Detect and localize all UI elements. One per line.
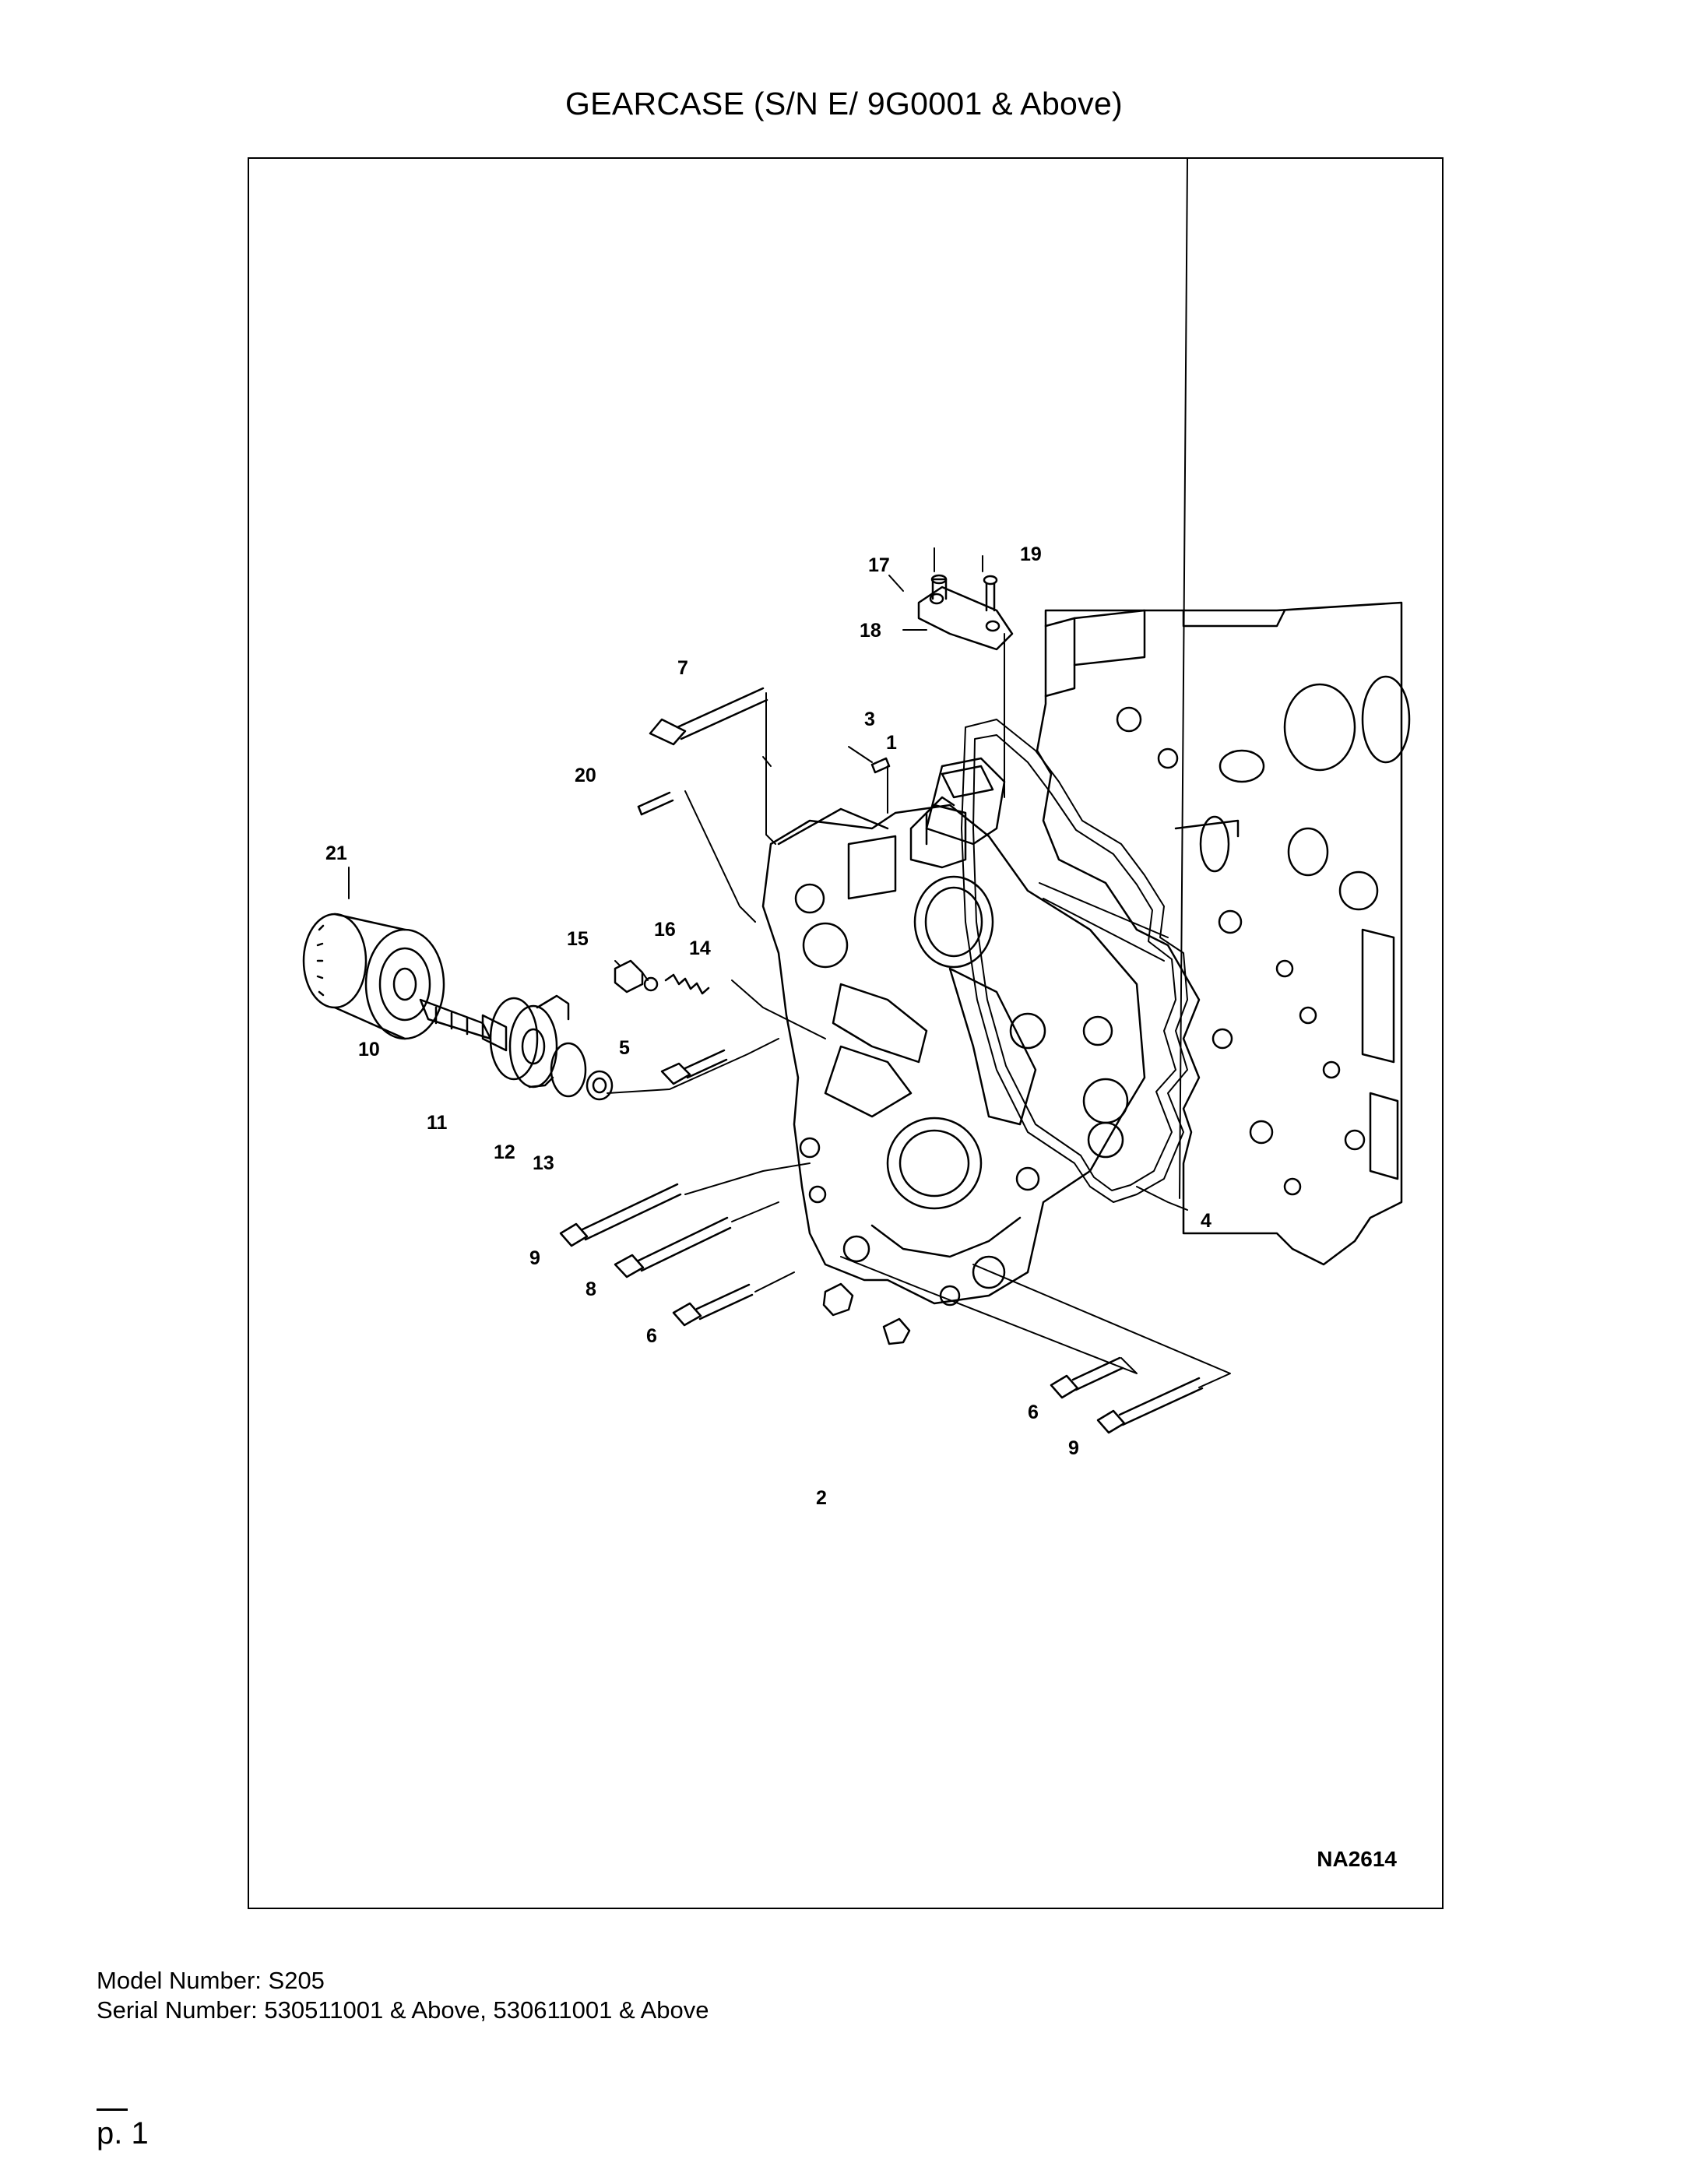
figure-id: NA2614 (1317, 1847, 1397, 1871)
callout-10: 10 (358, 1039, 380, 1060)
callout-20: 20 (575, 765, 596, 786)
gasket-outline (961, 719, 1188, 1203)
callout-18: 18 (860, 620, 881, 642)
callout-16: 16 (654, 919, 676, 941)
callout-7: 7 (677, 657, 688, 679)
model-number: Model Number: S205 (97, 1967, 325, 1994)
callout-6a: 6 (1028, 1401, 1039, 1423)
plug-15 (614, 959, 644, 994)
bolt-6b (1050, 1356, 1124, 1399)
callout-3: 3 (864, 709, 875, 730)
callout-2: 2 (816, 1487, 827, 1509)
bolt-9b (1096, 1377, 1204, 1434)
pin-3 (870, 757, 891, 774)
callout-8: 8 (586, 1278, 596, 1300)
callout-19: 19 (1020, 543, 1042, 565)
page-number: p. 1 (97, 2116, 149, 2151)
connector-10 (419, 998, 508, 1052)
gearcase-cover (761, 796, 1146, 1307)
callout-labels: 1 2 3 4 5 6 6 6 7 8 9 9 9 10 11 12 13 14… (325, 543, 1211, 1509)
callout-5: 5 (619, 1037, 630, 1059)
engine-block (1036, 601, 1411, 1266)
seal-13 (586, 1070, 614, 1101)
callout-4: 4 (1201, 1210, 1211, 1232)
bolt-6a (672, 1283, 754, 1327)
callout-11: 11 (427, 1112, 448, 1134)
page-title: GEARCASE (S/N E/ 9G0001 & Above) (564, 86, 1124, 121)
callout-21: 21 (325, 842, 347, 864)
ball-16 (643, 976, 659, 992)
page-number-rule (97, 2108, 128, 2111)
callout-17: 17 (868, 554, 890, 576)
callout-9b: 9 (1068, 1437, 1079, 1459)
bolt-8 (614, 1216, 732, 1278)
callout-ticks (348, 159, 1188, 1199)
leader-lines (607, 633, 1231, 1388)
callout-13: 13 (533, 1152, 554, 1174)
exploded-parts-diagram: 1 2 3 4 5 6 6 6 7 8 9 9 9 10 11 12 13 14… (248, 157, 1444, 1909)
oil-cooler-11 (489, 994, 570, 1088)
callout-15: 15 (567, 928, 589, 950)
plug-2 (822, 1282, 911, 1345)
oil-filter-21 (302, 913, 445, 1040)
serial-number: Serial Number: 530511001 & Above, 530611… (97, 1996, 709, 2024)
bolt-5 (660, 1049, 728, 1085)
callout-9a: 9 (529, 1247, 540, 1269)
callout-12: 12 (494, 1141, 515, 1163)
callout-1: 1 (886, 732, 897, 754)
callout-14: 14 (689, 937, 711, 959)
cover-plate-18 (917, 574, 1014, 651)
o-ring-12 (550, 1042, 587, 1098)
callout-6b: 6 (646, 1325, 657, 1347)
spring-14 (664, 973, 710, 995)
bolt-7 (649, 687, 768, 746)
gearcase-illustration: 1 2 3 4 5 6 6 6 7 8 9 9 9 10 11 12 13 14… (302, 159, 1411, 1509)
bolt-9a (559, 1183, 682, 1247)
stud-20 (637, 791, 674, 816)
footer-info: Model Number: S205 Serial Number: 530511… (97, 1966, 709, 2025)
